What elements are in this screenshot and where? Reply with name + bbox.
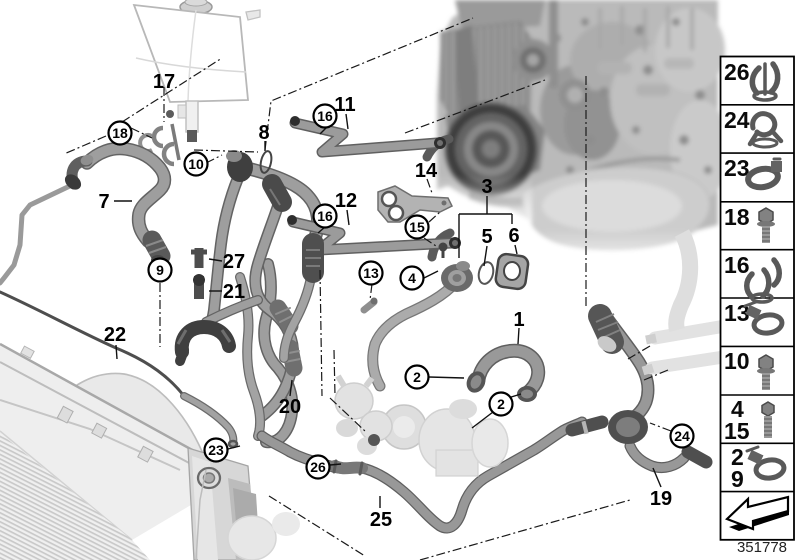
svg-text:15: 15 — [724, 418, 750, 444]
svg-text:4: 4 — [731, 396, 744, 422]
svg-text:17: 17 — [153, 71, 175, 93]
svg-text:26: 26 — [724, 59, 750, 85]
svg-text:9: 9 — [156, 262, 164, 278]
svg-text:15: 15 — [409, 219, 425, 235]
svg-text:11: 11 — [334, 94, 355, 116]
svg-text:18: 18 — [724, 204, 750, 230]
svg-text:24: 24 — [724, 107, 750, 133]
svg-text:9: 9 — [731, 466, 744, 492]
svg-text:2: 2 — [731, 444, 744, 470]
svg-text:8: 8 — [258, 122, 269, 144]
svg-text:7: 7 — [98, 191, 109, 213]
svg-text:3: 3 — [481, 176, 492, 198]
svg-text:16: 16 — [724, 252, 750, 278]
svg-text:14: 14 — [415, 160, 438, 182]
svg-text:24: 24 — [674, 428, 690, 444]
svg-text:13: 13 — [363, 265, 379, 281]
svg-text:20: 20 — [279, 396, 301, 418]
svg-text:18: 18 — [112, 125, 128, 141]
svg-text:351778: 351778 — [737, 539, 787, 556]
svg-text:16: 16 — [317, 108, 333, 124]
svg-text:10: 10 — [188, 156, 204, 172]
svg-text:1: 1 — [513, 309, 524, 331]
svg-text:21: 21 — [223, 281, 245, 303]
svg-text:27: 27 — [223, 251, 245, 273]
svg-text:4: 4 — [408, 270, 416, 286]
svg-text:19: 19 — [650, 488, 672, 510]
svg-text:25: 25 — [370, 509, 392, 531]
svg-text:22: 22 — [104, 324, 126, 346]
svg-text:12: 12 — [335, 190, 357, 212]
svg-text:10: 10 — [724, 348, 750, 374]
svg-text:23: 23 — [208, 442, 224, 458]
svg-text:13: 13 — [724, 300, 750, 326]
svg-text:23: 23 — [724, 155, 750, 181]
svg-text:5: 5 — [481, 226, 492, 248]
svg-text:16: 16 — [317, 208, 333, 224]
svg-text:2: 2 — [413, 369, 421, 385]
svg-text:26: 26 — [310, 459, 326, 475]
svg-text:2: 2 — [497, 396, 505, 412]
svg-text:6: 6 — [508, 225, 519, 247]
